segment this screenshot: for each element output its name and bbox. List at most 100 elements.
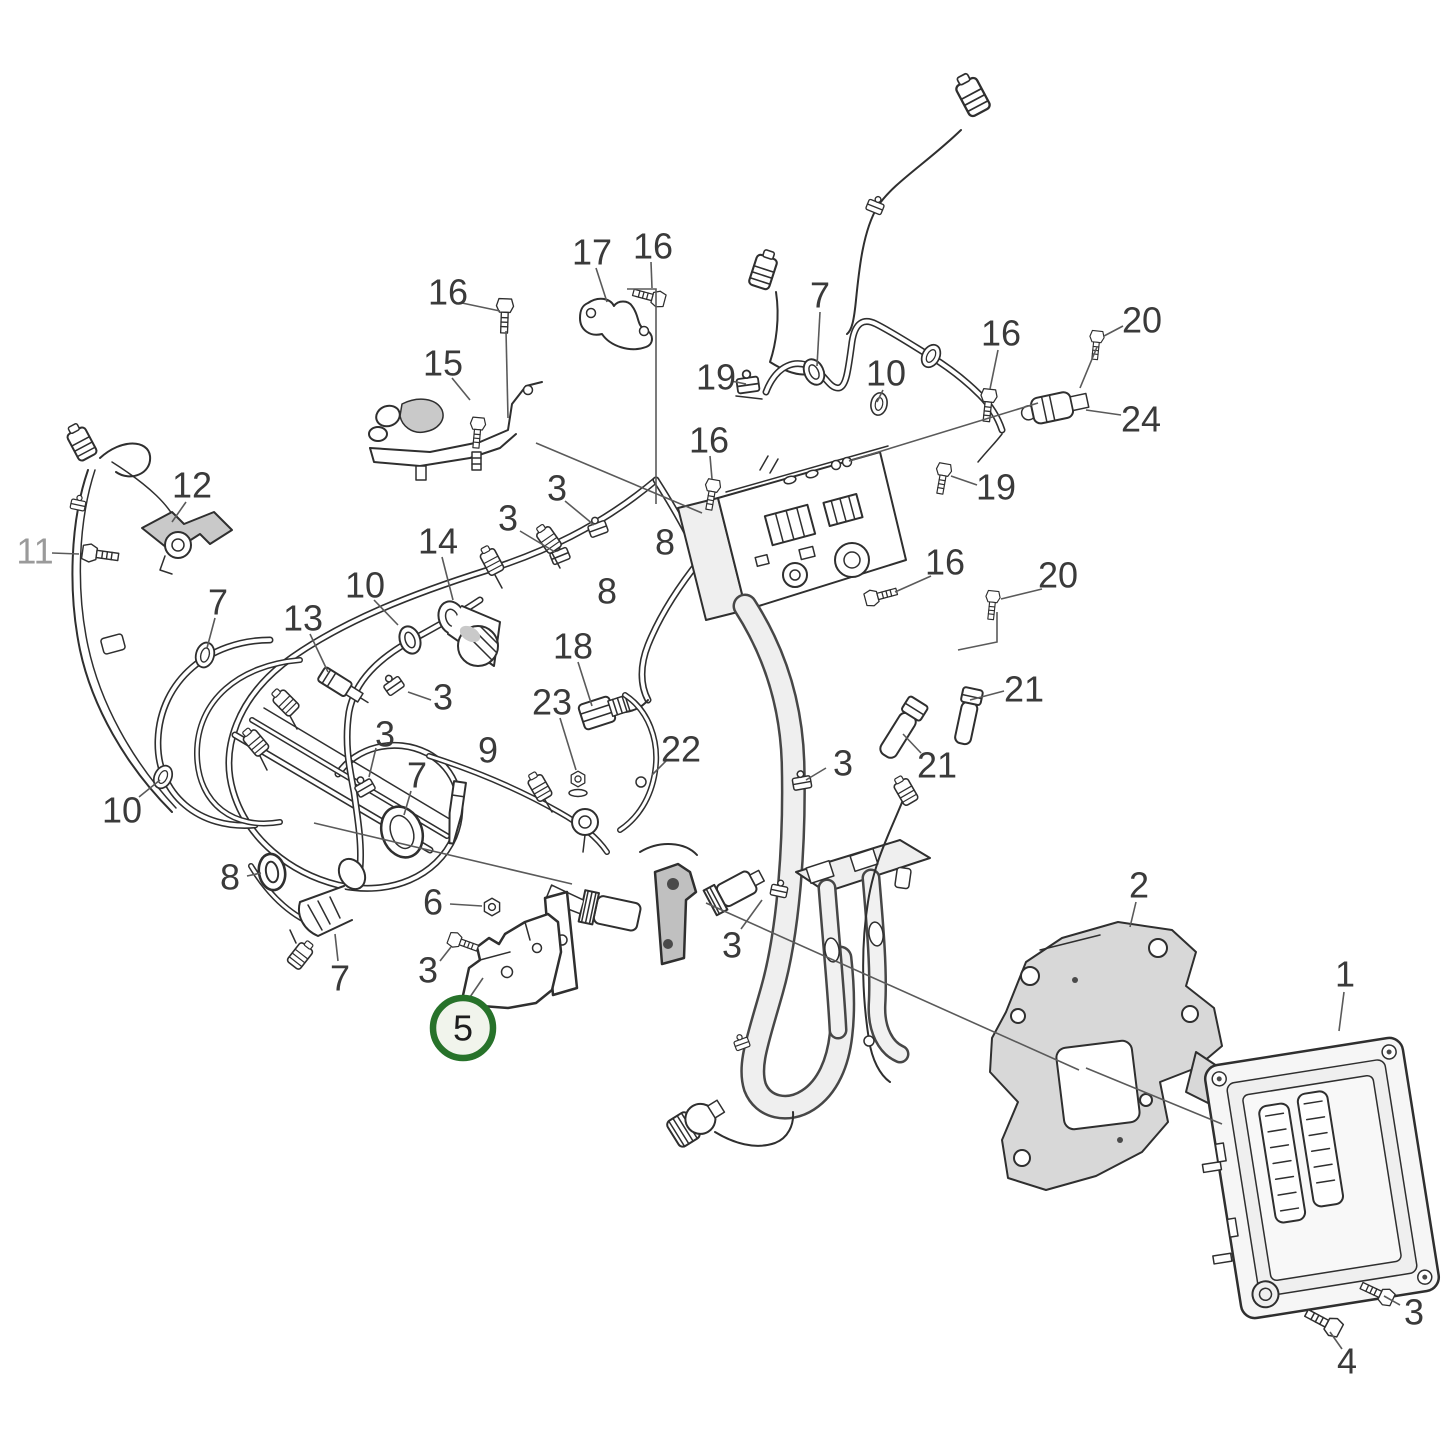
part-callout-19: 19: [696, 357, 736, 398]
leader-lines: [51, 261, 1401, 1350]
leader-line-7: [334, 933, 339, 962]
leader-line-3: [740, 899, 763, 930]
leader-line-8: [246, 872, 262, 877]
leader-line-1: [1338, 991, 1345, 1032]
leader-line-10: [138, 779, 161, 798]
leader-line-22: [651, 759, 668, 776]
ecm-module-1: [1201, 1036, 1441, 1320]
sensor-24: [1020, 391, 1090, 425]
part-callout-10: 10: [345, 565, 385, 606]
leader-line-20: [1103, 325, 1124, 337]
part-callout-2: 2: [1129, 865, 1149, 906]
part-callout-3: 3: [1404, 1292, 1424, 1333]
hose-10: [762, 317, 1006, 463]
leader-line-5: [469, 977, 484, 998]
part-callout-23: 23: [532, 682, 572, 723]
part-callout-21: 21: [1004, 669, 1044, 710]
leader-line-16: [709, 455, 713, 480]
leader-line-13: [309, 633, 329, 673]
part-callout-16: 16: [925, 542, 965, 583]
leader-line-21: [902, 733, 922, 754]
part-callout-11: 11: [16, 531, 53, 572]
leader-line-16: [461, 302, 501, 312]
part-callout-3: 3: [433, 677, 453, 718]
leader-line-16: [650, 261, 653, 289]
part-callout-21: 21: [917, 745, 957, 786]
mounting-bracket-2: [989, 921, 1227, 1191]
leader-line-3: [805, 767, 827, 781]
part-callout-4: 4: [1337, 1341, 1357, 1382]
part-callout-7: 7: [330, 958, 350, 999]
leader-line-16: [894, 575, 932, 593]
highlight-ring: [429, 994, 497, 1062]
mid-connector: [747, 246, 809, 376]
leader-line-7: [206, 617, 216, 649]
installation-line: [705, 902, 1080, 1071]
channel-22: [617, 692, 660, 833]
part-callout-3: 3: [722, 925, 742, 966]
part-callout-8: 8: [655, 522, 675, 563]
bolt-11: [80, 542, 121, 567]
part-callout-19: 19: [976, 467, 1016, 508]
leader-line-17: [595, 267, 608, 303]
part-callout-1: 1: [1335, 954, 1355, 995]
leader-line-19: [730, 380, 747, 385]
bolt-16-left: [494, 297, 515, 334]
installation-line: [313, 822, 573, 885]
valve-assembly: [677, 445, 907, 621]
installation-line: [957, 612, 998, 651]
leader-line-3: [407, 691, 432, 701]
leader-line-21: [969, 690, 1005, 701]
nut-23: [568, 770, 588, 798]
part-callout-6: 6: [423, 882, 443, 923]
leader-line-15: [451, 377, 471, 401]
leader-line-2: [1129, 901, 1137, 928]
part-callout-24: 24: [1121, 399, 1161, 440]
part-callout-16: 16: [689, 420, 729, 461]
reference-lines: [313, 288, 1223, 1125]
leader-line-3: [564, 500, 595, 526]
part-callout-7: 7: [208, 582, 228, 623]
part-callout-7: 7: [407, 755, 427, 796]
bolt-20-upper: [1086, 329, 1106, 361]
leader-line-23: [559, 717, 577, 771]
leader-line-10: [876, 389, 884, 403]
leader-line-16: [989, 349, 999, 390]
part-callout-5: 5: [453, 1008, 473, 1049]
part-callout-8: 8: [597, 571, 617, 612]
part-callout-14: 14: [418, 521, 458, 562]
installation-line: [1079, 346, 1098, 389]
right-thin-pigtail: [862, 772, 920, 1083]
part-callout-16: 16: [633, 226, 673, 267]
part-callout-15: 15: [423, 343, 463, 384]
leader-line-7: [403, 790, 412, 816]
part-callout-3: 3: [833, 743, 853, 784]
bracket-17: [579, 297, 653, 351]
part-callout-13: 13: [283, 598, 323, 639]
bolt-16-top: [630, 283, 668, 310]
leader-line-20: [1000, 588, 1043, 600]
right-pigtail: [846, 69, 993, 335]
bolt-20-lower: [982, 589, 1002, 621]
part-callout-18: 18: [553, 626, 593, 667]
leader-line-10: [373, 599, 399, 626]
installation-line: [505, 330, 509, 419]
leader-line-24: [1085, 409, 1122, 416]
twin-tube-assembly: [769, 839, 931, 1064]
highlighted-callout-5: 5: [429, 994, 497, 1062]
part-callout-12: 12: [172, 465, 212, 506]
bolt-16-boss: [862, 582, 900, 609]
sensor-21-left: [879, 695, 929, 759]
part-callout-10: 10: [866, 353, 906, 394]
sensor-18: [577, 694, 631, 731]
leader-line-18: [577, 661, 593, 707]
part-callout-22: 22: [661, 729, 701, 770]
part-callout-9: 9: [478, 730, 498, 771]
clip-19-foot: [735, 395, 763, 400]
part-callout-10: 10: [102, 790, 142, 831]
installation-line: [848, 402, 1039, 462]
leader-line-3: [519, 530, 556, 553]
bracket-5-assembly: [445, 843, 765, 1010]
